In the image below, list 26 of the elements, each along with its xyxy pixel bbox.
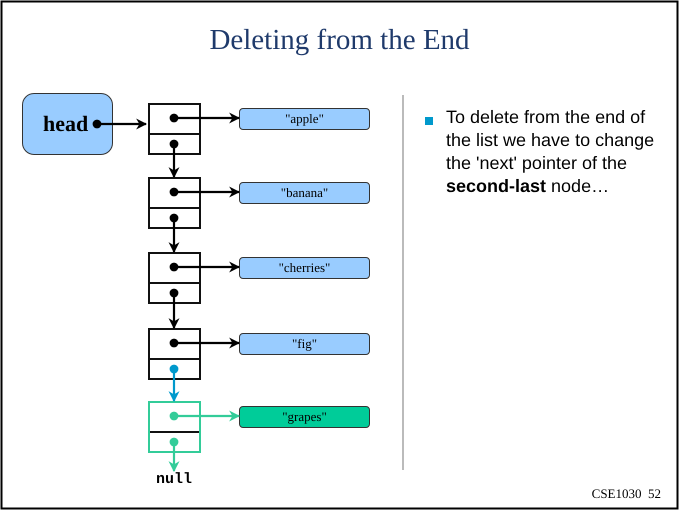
list-node-box bbox=[148, 177, 201, 229]
pointer-arrow bbox=[170, 338, 240, 348]
value-box: "apple" bbox=[239, 108, 370, 130]
bullet-text: To delete from the end of the list we have to change the 'next' pointer of the second-last node… bbox=[446, 106, 656, 198]
value-box: "fig" bbox=[239, 333, 370, 355]
pointer-arrow bbox=[170, 262, 240, 272]
pointer-arrow bbox=[92, 118, 148, 130]
list-node-box bbox=[148, 103, 201, 155]
title: Deleting from the End bbox=[208, 24, 471, 57]
head-box: head bbox=[22, 93, 113, 155]
list-node-box bbox=[148, 401, 201, 453]
pointer-arrow bbox=[168, 364, 180, 402]
value-box: "banana" bbox=[239, 182, 370, 204]
pointer-arrow bbox=[168, 140, 180, 178]
null-text: null bbox=[140, 471, 208, 491]
value-box: "grapes" bbox=[239, 406, 370, 428]
pointer-arrow bbox=[168, 438, 180, 472]
pointer-arrow bbox=[170, 186, 240, 198]
list-node-box bbox=[148, 328, 201, 380]
value-box: "cherries" bbox=[239, 257, 370, 279]
slide-footer: CSE1030 52 bbox=[592, 486, 661, 502]
list-node-box bbox=[148, 252, 201, 304]
pointer-arrow bbox=[168, 214, 180, 254]
pointer-arrow bbox=[168, 288, 180, 330]
pointer-arrow bbox=[170, 112, 240, 124]
pointer-arrow bbox=[170, 410, 240, 422]
